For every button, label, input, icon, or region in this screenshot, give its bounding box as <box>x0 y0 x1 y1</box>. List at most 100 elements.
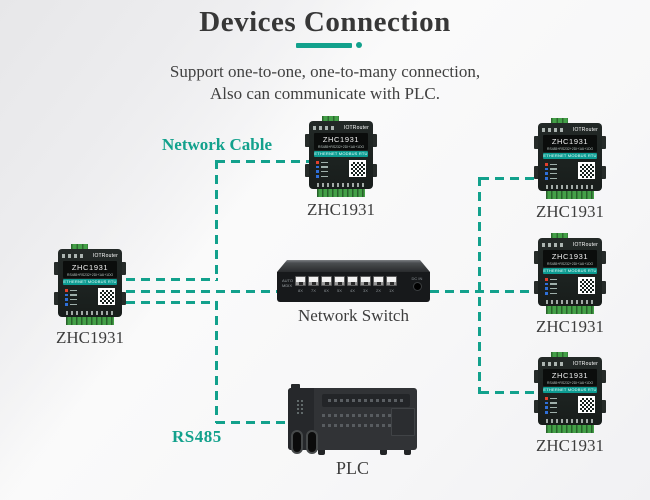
switch-caption: Network Switch <box>298 306 409 325</box>
port-label: 3X <box>363 287 368 293</box>
terminal-block-bottom <box>546 191 594 199</box>
module-body: IOTRouter ZHC1931 RS485+RS232+2DI+1AI+1D… <box>58 249 122 317</box>
plc-terminal-row-1 <box>322 414 394 417</box>
underline-bar <box>296 42 352 48</box>
mount-ear <box>372 134 377 147</box>
plc-caption: PLC <box>335 458 369 478</box>
rs485-to-plc <box>216 421 290 424</box>
module-model: ZHC1931 <box>551 137 589 146</box>
rj45-port-unit: 8X <box>295 276 306 293</box>
module-brand: IOTRouter <box>343 124 369 131</box>
cable-right-trunk-vertical <box>478 177 481 394</box>
status-leds <box>545 396 557 414</box>
pin-markings <box>546 419 594 423</box>
device-right-3: IOTRouter ZHC1931 RS485+RS232+2DI+1AI+1D… <box>534 352 606 455</box>
terminal-block-top <box>322 116 339 123</box>
module-spec: RS485+RS232+2DI+1AI+1DO <box>318 144 365 149</box>
plc-body <box>288 388 417 454</box>
cable-right-top-branch <box>480 177 538 180</box>
port-label: 7X <box>311 287 316 293</box>
subtitle-line-2: Also can communicate with PLC. <box>210 84 440 103</box>
device-left: IOTRouter ZHC1931 RS485+RS232+2DI+1AI+1D… <box>54 244 126 347</box>
qr-code-icon <box>578 277 595 294</box>
rj45-port-unit: 3X <box>360 276 371 293</box>
cable-left-device-branch-down <box>126 301 218 304</box>
pin-markings <box>66 311 114 315</box>
rj45-port-unit: 5X <box>334 276 345 293</box>
switch-auto-mdix-text: AUTO MDIX <box>282 278 294 288</box>
title-underline <box>4 42 650 48</box>
switch-dc-in: DC IN <box>409 276 425 291</box>
terminal-block-bottom <box>66 317 114 325</box>
cable-right-bottom-branch <box>480 391 538 394</box>
module-body: IOTRouter ZHC1931 RS485+RS232+2DI+1AI+1D… <box>309 121 373 189</box>
rj45-port-icon <box>373 276 384 286</box>
mount-ear <box>601 136 606 149</box>
page-title: Devices Connection <box>199 6 451 38</box>
mount-ear <box>534 281 539 294</box>
dc-jack-icon <box>412 282 422 291</box>
module-label: ZHC1931 RS485+RS232+2DI+1AI+1DO <box>63 261 117 278</box>
module-brand: IOTRouter <box>572 360 598 367</box>
device-caption: ZHC1931 <box>56 328 124 347</box>
rj45-port-icon <box>334 276 345 286</box>
mount-ear <box>54 292 59 305</box>
module-label: ZHC1931 RS485+RS232+2DI+1AI+1DO <box>543 135 597 152</box>
terminal-block-bottom <box>546 306 594 314</box>
switch-top-lid <box>277 260 430 272</box>
plc-status-leds <box>296 399 304 414</box>
rj45-port-unit: 1X <box>386 276 397 293</box>
module-brand: IOTRouter <box>572 241 598 248</box>
pin-markings <box>546 185 594 189</box>
mount-ear <box>534 251 539 264</box>
rj45-port-icon <box>347 276 358 286</box>
port-markings <box>542 127 564 132</box>
module-model: ZHC1931 <box>71 263 109 272</box>
terminal-block-top <box>551 233 568 240</box>
module-spec: RS485+RS232+2DI+1AI+1DO <box>547 146 594 151</box>
terminal-block-top <box>551 352 568 359</box>
module-brand: IOTRouter <box>572 126 598 133</box>
cable-left-device-to-switch <box>126 290 278 293</box>
port-markings <box>313 125 335 130</box>
cable-switch-to-right-middle <box>430 290 538 293</box>
mount-ear <box>305 164 310 177</box>
mount-ear <box>54 262 59 275</box>
plc-vent-strip <box>322 394 410 407</box>
mount-ear <box>534 400 539 413</box>
cable-top-device-vertical <box>215 160 218 281</box>
rj45-port-icon <box>295 276 306 286</box>
mount-ear <box>534 136 539 149</box>
mount-ear <box>601 281 606 294</box>
rj45-port-icon <box>360 276 371 286</box>
pin-markings <box>317 183 365 187</box>
module-label: ZHC1931 RS485+RS232+2DI+1AI+1DO <box>543 369 597 386</box>
port-label: 5X <box>337 287 342 293</box>
module-band: ETHERNET MODBUS RTU <box>543 153 597 159</box>
port-markings <box>542 361 564 366</box>
terminal-block-top <box>71 244 88 251</box>
port-label: 6X <box>324 287 329 293</box>
module-spec: RS485+RS232+2DI+1AI+1DO <box>547 261 594 266</box>
rs485-label: RS485 <box>172 427 222 446</box>
mount-ear <box>601 166 606 179</box>
module-brand: IOTRouter <box>92 252 118 259</box>
switch-ports: 8X 7X 6X 5X 4X 3X 2X <box>295 276 397 293</box>
mount-ear <box>534 370 539 383</box>
device-caption: ZHC1931 <box>536 317 604 336</box>
cable-left-device-branch-up <box>126 278 218 281</box>
dc-in-label: DC IN <box>411 276 423 281</box>
plc-mount-tab <box>291 384 300 390</box>
rj45-port-icon <box>308 276 319 286</box>
qr-code-icon <box>578 396 595 413</box>
rj45-port-unit: 7X <box>308 276 319 293</box>
plc-terminal-row-2 <box>322 424 406 427</box>
module-spec: RS485+RS232+2DI+1AI+1DO <box>67 272 114 277</box>
cable-top-device-horizontal <box>216 160 309 163</box>
module-body: IOTRouter ZHC1931 RS485+RS232+2DI+1AI+1D… <box>538 123 602 191</box>
port-label: 8X <box>298 287 303 293</box>
device-caption: ZHC1931 <box>536 202 604 221</box>
module-band: ETHERNET MODBUS RTU <box>543 387 597 393</box>
port-markings <box>62 253 84 258</box>
plc-device: PLC <box>288 384 417 478</box>
